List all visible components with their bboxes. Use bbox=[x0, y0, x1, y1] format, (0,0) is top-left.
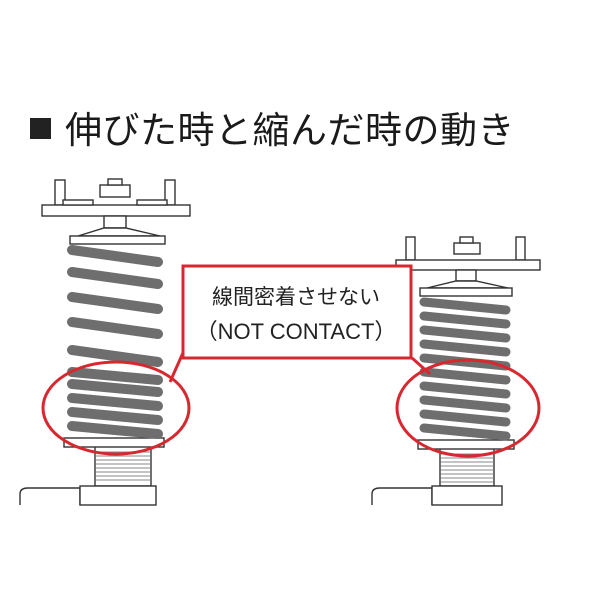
compressed-lower-seat bbox=[417, 439, 515, 450]
compressed-spring bbox=[419, 297, 511, 441]
callout-pointer-right bbox=[411, 356, 431, 376]
callout-label-english: （NOT CONTACT） bbox=[195, 319, 397, 344]
callout-label-japanese: 線間密着させない bbox=[212, 285, 380, 309]
compressed-thread-lines bbox=[441, 453, 493, 483]
title-text: 伸びた時と縮んだ時の動き bbox=[65, 109, 515, 152]
extended-top-mount bbox=[41, 178, 191, 245]
compressed-top-mount bbox=[395, 236, 541, 297]
extended-spring bbox=[67, 245, 163, 439]
callout-box bbox=[181, 264, 413, 360]
extended-thread-lines bbox=[96, 451, 150, 481]
callout bbox=[168, 264, 431, 383]
extended-coilover bbox=[19, 178, 191, 506]
extended-lower-seat bbox=[63, 437, 165, 448]
page-title: 伸びた時と縮んだ時の動き bbox=[30, 102, 515, 152]
black-square-icon bbox=[30, 117, 51, 139]
extended-highlight-ellipse bbox=[41, 360, 191, 456]
compressed-highlight-ellipse bbox=[395, 358, 541, 458]
